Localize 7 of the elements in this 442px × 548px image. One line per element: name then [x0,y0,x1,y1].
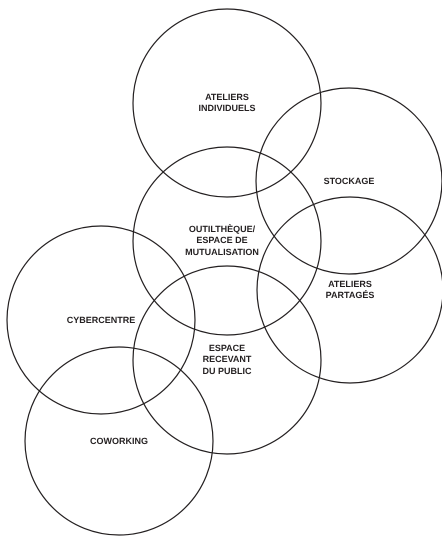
circle-label: OUTILTHÈQUE/ ESPACE DE MUTUALISATION [184,224,260,258]
circle-label: STOCKAGE [322,176,376,187]
circle-label: ATELIERS PARTAGÉS [324,278,376,301]
circle-label: ATELIERS INDIVIDUELS [197,92,256,114]
circle-label: COWORKING [89,436,149,447]
circle-label: ESPACE RECEVANT DU PUBLIC [202,343,252,377]
circle-label: CYBERCENTRE [66,314,136,326]
